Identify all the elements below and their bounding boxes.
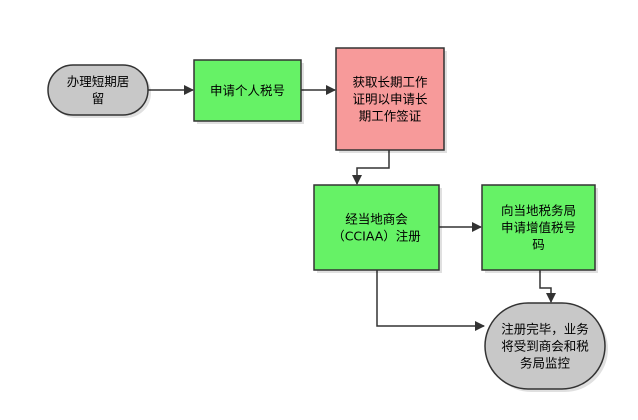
node-label-line: 证明以申请长: [352, 92, 428, 107]
node-label: 注册完毕，业务将受到商会和税务局监控: [501, 322, 589, 371]
node-registration-complete: 注册完毕，业务将受到商会和税务局监控: [484, 302, 608, 392]
node-label-line: 经当地商会: [345, 212, 408, 227]
node-label: 获取长期工作证明以申请长期工作签证: [352, 75, 428, 124]
node-short-residence: 办理短期居留: [47, 64, 151, 118]
node-label: 向当地税务局申请增值税号码: [501, 203, 576, 252]
node-shape-start: [47, 64, 149, 116]
edge-vat-number-to-registration-complete: [539, 270, 556, 303]
node-label-line: 将受到商会和税: [501, 339, 589, 354]
node-shape-step: [193, 59, 302, 122]
node-vat-number: 向当地税务局申请增值税号码: [481, 184, 598, 273]
node-long-term-work-permit: 获取长期工作证明以申请长期工作签证: [335, 47, 447, 153]
node-label-line: 务局监控: [520, 356, 571, 371]
node-shape-step: [313, 184, 440, 271]
node-personal-tax-id: 申请个人税号: [193, 59, 304, 124]
node-label-line: 申请个人税号: [210, 83, 285, 98]
node-shape-step: [481, 184, 596, 271]
node-label-line: 办理短期居: [67, 74, 130, 89]
node-label-line: 获取长期工作: [352, 75, 428, 90]
node-label-line: 申请增值税号: [501, 220, 576, 235]
node-label: 办理短期居留: [67, 74, 130, 106]
edge-cciaa-registration-to-registration-complete: [376, 270, 485, 331]
node-label: 经当地商会 （CCIAA）注册: [332, 212, 421, 244]
edge-long-term-work-permit-to-cciaa-registration: [352, 150, 390, 185]
node-cciaa-registration: 经当地商会 （CCIAA）注册: [313, 184, 442, 273]
edges-layer: [148, 85, 556, 331]
node-label-line: 期工作签证: [359, 109, 422, 124]
node-label: 申请个人税号: [210, 83, 285, 98]
node-shape-end: [484, 302, 606, 390]
node-label-line: 向当地税务局: [501, 203, 576, 218]
node-shape-highlight: [335, 47, 445, 151]
node-label-line: 留: [92, 91, 105, 106]
node-label-line: 注册完毕，业务: [501, 322, 589, 337]
node-label-line: （CCIAA）注册: [332, 229, 421, 244]
node-label-line: 码: [532, 237, 545, 252]
